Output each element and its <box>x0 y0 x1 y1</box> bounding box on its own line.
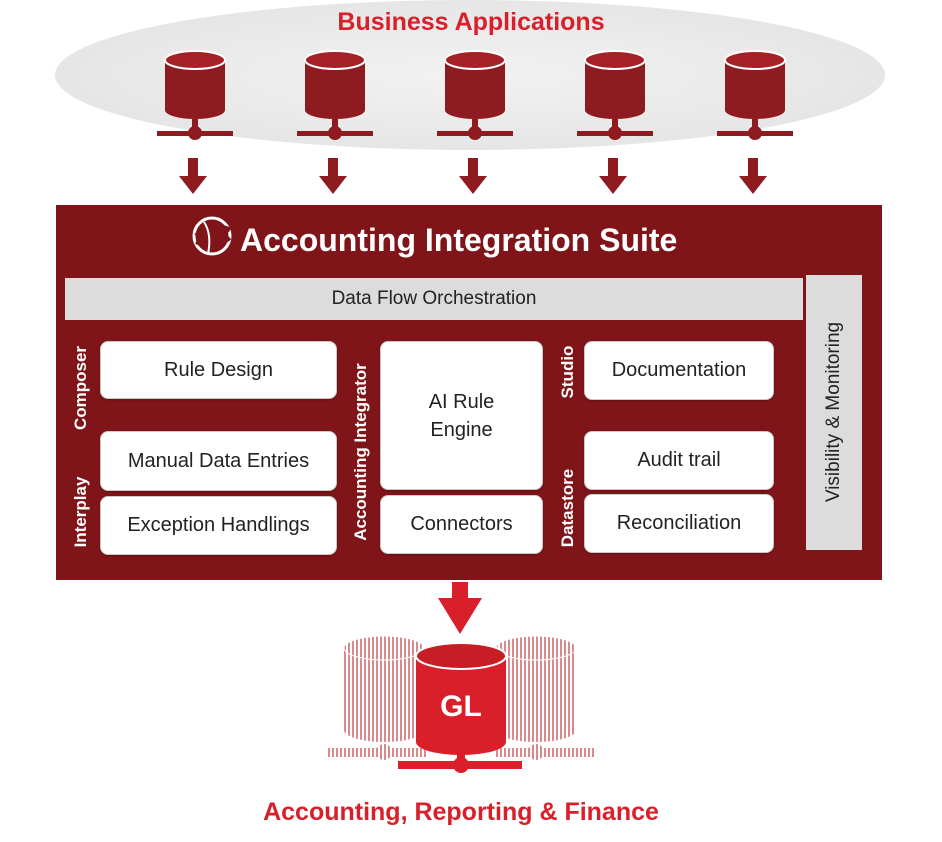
rule-design-box: Rule Design <box>100 341 337 399</box>
database-icon <box>495 635 577 742</box>
database-icon <box>343 635 425 742</box>
suite-title: Accounting Integration Suite <box>240 222 678 258</box>
arrow-down-icon <box>438 582 482 634</box>
reconciliation-label: Reconciliation <box>616 512 742 534</box>
gl-database-icon <box>398 642 522 773</box>
exception-handlings-label: Exception Handlings <box>127 514 310 536</box>
documentation-label: Documentation <box>611 359 747 381</box>
exception-handlings-box: Exception Handlings <box>100 496 337 555</box>
manual-data-entries-label: Manual Data Entries <box>127 449 310 472</box>
connectors-label: Connectors <box>410 513 513 535</box>
audit-trail-box: Audit trail <box>584 431 774 490</box>
reconciliation-box: Reconciliation <box>584 494 774 553</box>
ai-rule-engine-box: AI Rule Engine <box>380 341 543 490</box>
bottom-title: Accounting, Reporting & Finance <box>263 798 659 826</box>
ai-rule-engine-label: AI Rule Engine <box>428 390 495 441</box>
gl-label: GL <box>440 690 482 723</box>
audit-trail-label: Audit trail <box>637 449 721 471</box>
connectors-box: Connectors <box>380 495 543 554</box>
suite-logo-icon <box>192 216 232 256</box>
business-applications-title: Business Applications <box>337 8 605 36</box>
data-flow-orchestration-bar: Data Flow Orchestration <box>65 278 803 320</box>
data-flow-label: Data Flow Orchestration <box>331 288 537 309</box>
rule-design-label: Rule Design <box>164 358 273 381</box>
visibility-monitoring-bar <box>806 275 862 550</box>
documentation-box: Documentation <box>584 341 774 400</box>
manual-data-entries-box: Manual Data Entries <box>100 431 337 491</box>
